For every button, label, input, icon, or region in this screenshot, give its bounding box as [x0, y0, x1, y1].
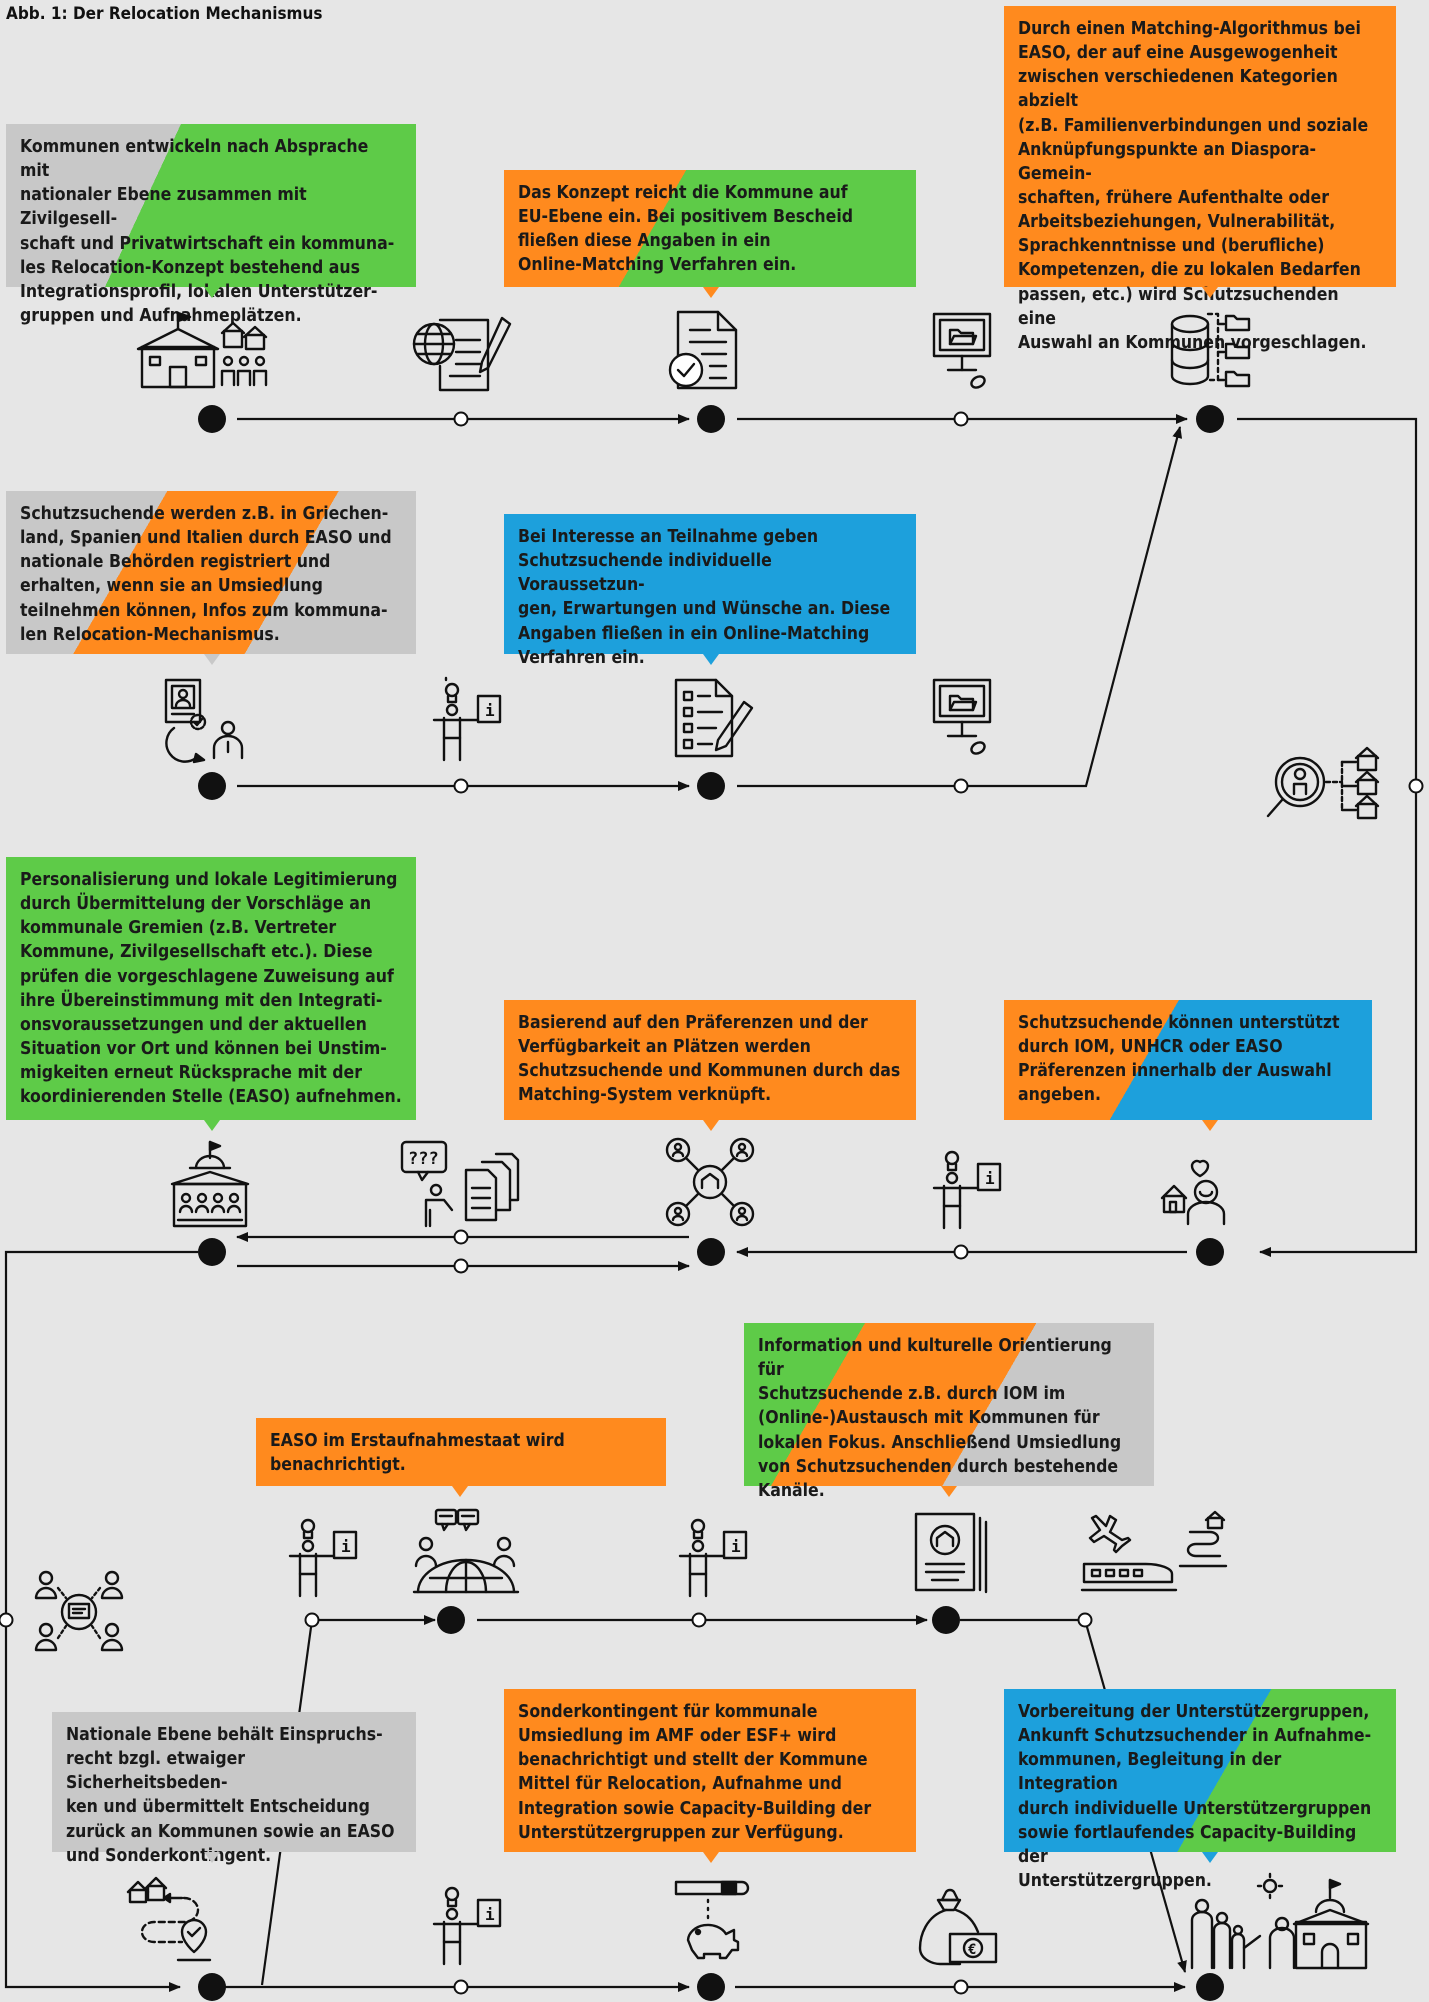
- pointer: [204, 1852, 220, 1863]
- process-step-node: [1196, 1973, 1224, 2001]
- svg-text:i: i: [485, 1905, 495, 1924]
- intermediate-node: [953, 778, 969, 794]
- magnifier-person-houses-icon: [1260, 740, 1385, 840]
- step-vorbereitung: Vorbereitung der Unterstützergruppen, An…: [1004, 1689, 1396, 1891]
- town-hall-houses-people-icon: [136, 305, 273, 390]
- intermediate-node: [691, 1612, 707, 1628]
- process-step-node: [932, 1606, 960, 1634]
- matching-network-icon: [664, 1136, 759, 1231]
- step-interesse: Bei Interesse an Teilnahme geben Schutzs…: [504, 514, 916, 668]
- question-marks-label: ???: [408, 1149, 439, 1169]
- person-info-icon: i: [930, 1144, 1005, 1230]
- intermediate-node: [1077, 1612, 1093, 1628]
- step-praeferenzen-verknuepft: Basierend auf den Präferenzen und der Ve…: [504, 1000, 916, 1120]
- pointer: [703, 287, 719, 298]
- pointer: [204, 654, 220, 665]
- svg-text:i: i: [341, 1537, 351, 1556]
- step-easo-erstaufnahme: EASO im Erstaufnahmestaat wird benachric…: [256, 1418, 666, 1486]
- refugee-passport-icon: [912, 1510, 992, 1595]
- person-info-icon: i: [430, 676, 505, 762]
- pointer: [941, 1486, 957, 1497]
- person-house-heart-icon: [1160, 1156, 1235, 1226]
- step-nationale-ebene: Nationale Ebene behält Einspruchs- recht…: [52, 1712, 416, 1866]
- intermediate-node: [0, 1612, 14, 1628]
- intermediate-node: [453, 1979, 469, 1995]
- process-step-node: [1196, 405, 1224, 433]
- pointer: [452, 1486, 468, 1497]
- discussion-globe-icon: [412, 1508, 522, 1598]
- globe-document-pen-icon: [410, 310, 515, 395]
- figure-title: Abb. 1: Der Relocation Mechanismus: [6, 4, 323, 24]
- intermediate-node: [453, 1258, 469, 1274]
- houses-route-location-icon: [126, 1876, 226, 1966]
- group-chat-icon: [34, 1568, 124, 1658]
- intermediate-node: [453, 1229, 469, 1245]
- question-documents-icon: ???: [400, 1140, 520, 1230]
- svg-text:i: i: [485, 701, 495, 720]
- intermediate-node: [953, 411, 969, 427]
- process-step-node: [437, 1606, 465, 1634]
- process-step-node: [1196, 1238, 1224, 1266]
- intermediate-node: [1408, 778, 1424, 794]
- computer-folder-icon: [930, 310, 1005, 395]
- step-information-orientierung: Information und kulturelle Orientierung …: [744, 1323, 1154, 1501]
- database-folders-icon: [1168, 310, 1253, 395]
- family-support-town-hall-icon: [1186, 1872, 1376, 1974]
- pointer: [703, 1852, 719, 1863]
- city-council-icon: [168, 1140, 253, 1230]
- checklist-pen-icon: [666, 676, 756, 761]
- pointer: [1202, 1852, 1218, 1863]
- computer-folder-icon: [930, 676, 1005, 761]
- person-info-icon: i: [286, 1512, 361, 1598]
- step-unterstuetzt-iom: Schutzsuchende können unterstützt durch …: [1004, 1000, 1372, 1120]
- pointer: [703, 1120, 719, 1131]
- funding-piggybank-icon: [672, 1878, 752, 1963]
- pointer: [1202, 1120, 1218, 1131]
- person-info-icon: i: [430, 1880, 505, 1966]
- money-bag-euro-icon: €: [916, 1888, 1001, 1968]
- intermediate-node: [453, 778, 469, 794]
- step-konzept-eu: Das Konzept reicht die Kommune auf EU-Eb…: [504, 170, 916, 287]
- process-step-node: [697, 1238, 725, 1266]
- svg-text:i: i: [731, 1537, 741, 1556]
- plane-train-route-icon: [1080, 1510, 1230, 1595]
- euro-sign-label: €: [968, 1942, 976, 1958]
- document-checkmark-icon: [666, 308, 746, 393]
- process-step-node: [198, 1973, 226, 2001]
- step-sonderkontingent: Sonderkontingent für kommunale Umsiedlun…: [504, 1689, 916, 1852]
- intermediate-node: [953, 1979, 969, 1995]
- process-step-node: [697, 772, 725, 800]
- intermediate-node: [953, 1244, 969, 1260]
- intermediate-node: [304, 1612, 320, 1628]
- step-kommunen-konzept: Kommunen entwickeln nach Absprache mit n…: [6, 124, 416, 326]
- process-step-node: [198, 405, 226, 433]
- pointer: [204, 1120, 220, 1131]
- pointer: [703, 654, 719, 665]
- person-info-icon: i: [676, 1512, 751, 1598]
- step-personalisierung: Personalisierung und lokale Legitimierun…: [6, 857, 416, 1120]
- intermediate-node: [453, 411, 469, 427]
- svg-text:i: i: [985, 1169, 995, 1188]
- passport-verification-icon: [160, 676, 250, 764]
- process-step-node: [697, 1973, 725, 2001]
- process-step-node: [198, 1238, 226, 1266]
- step-matching-algorithmus: Durch einen Matching-Algorithmus bei EAS…: [1004, 6, 1396, 353]
- step-registrierung: Schutzsuchende werden z.B. in Griechen- …: [6, 491, 416, 654]
- pointer: [204, 287, 220, 298]
- pointer: [1202, 287, 1218, 298]
- process-step-node: [697, 405, 725, 433]
- process-step-node: [198, 772, 226, 800]
